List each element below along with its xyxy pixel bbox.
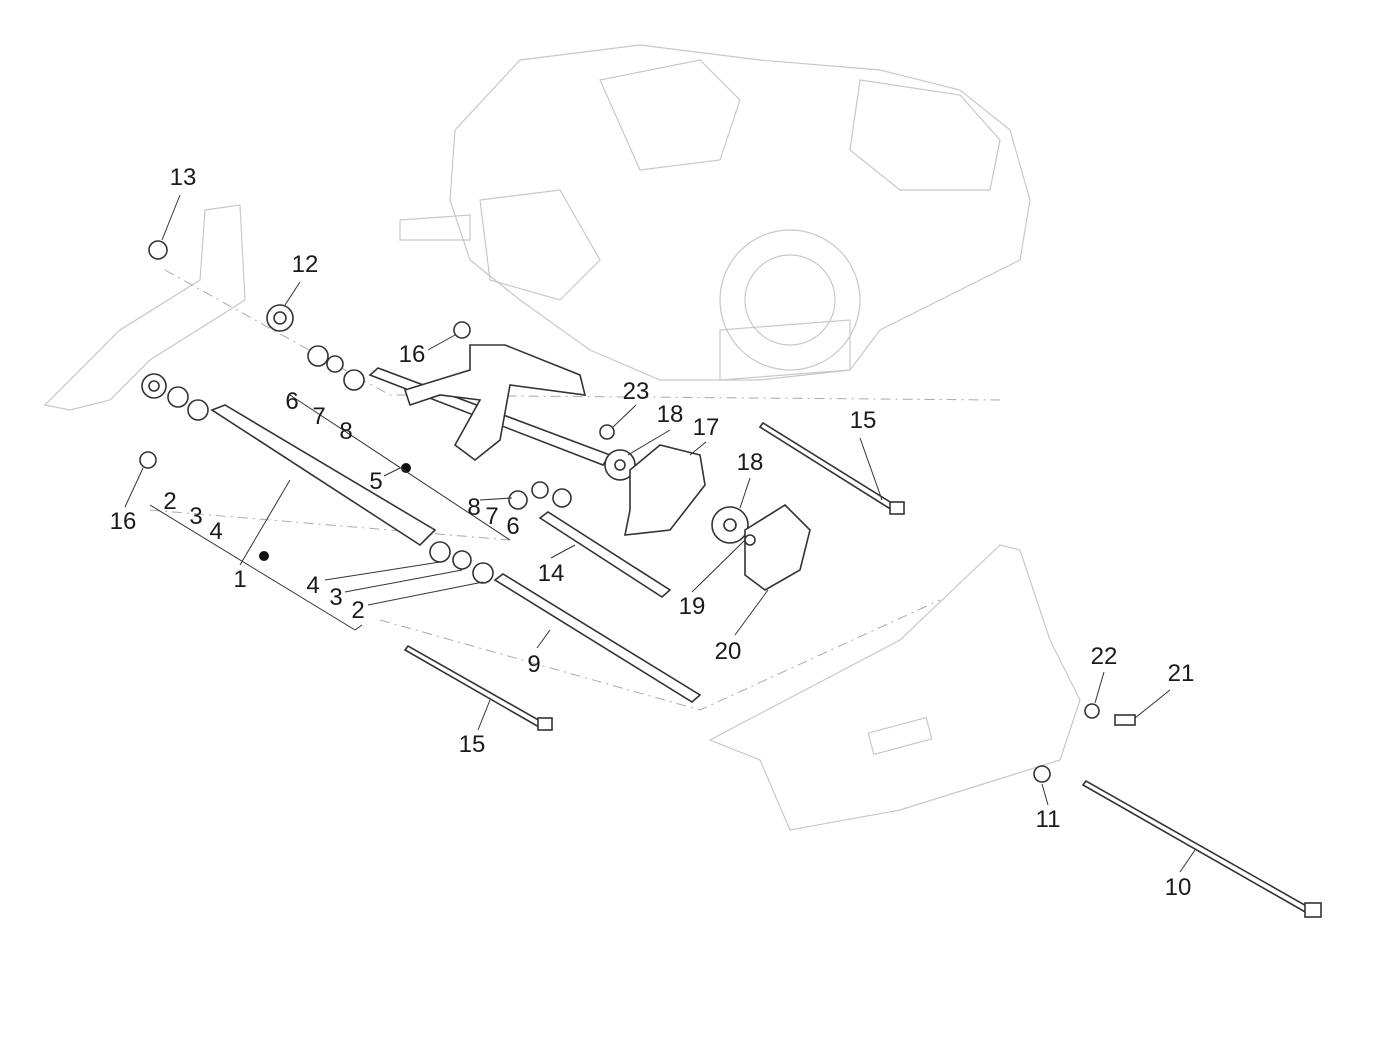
small-parts xyxy=(139,240,1136,783)
callout-15: 15 xyxy=(458,731,486,758)
callout-8: 8 xyxy=(339,418,353,445)
callout-3: 3 xyxy=(189,503,203,530)
callout-3: 3 xyxy=(329,584,343,611)
rods xyxy=(210,367,1322,918)
bolt-10 xyxy=(1081,779,1312,915)
callout-21: 21 xyxy=(1167,660,1195,687)
callout-18: 18 xyxy=(656,401,684,428)
callout-16: 16 xyxy=(398,341,426,368)
callout-2: 2 xyxy=(163,488,177,515)
engine-ghost xyxy=(399,44,1031,381)
callout-9: 9 xyxy=(527,651,541,678)
pin-9 xyxy=(493,573,702,703)
callout-1: 1 xyxy=(233,566,247,593)
bolt-15-lower xyxy=(403,644,544,729)
callout-15: 15 xyxy=(849,407,877,434)
callout-12: 12 xyxy=(291,251,319,278)
spindle-1 xyxy=(210,404,437,547)
callout-8: 8 xyxy=(467,494,481,521)
callout-17: 17 xyxy=(692,414,720,441)
callout-11: 11 xyxy=(1035,806,1061,833)
callout-6: 6 xyxy=(506,513,520,540)
callout-4: 4 xyxy=(306,572,320,599)
callout-7: 7 xyxy=(485,503,499,530)
callout-22: 22 xyxy=(1090,643,1118,670)
callout-4: 4 xyxy=(209,518,223,545)
callout-7: 7 xyxy=(312,403,326,430)
callout-13: 13 xyxy=(169,164,197,191)
frame-right-ghost xyxy=(708,544,1081,831)
frame-left-ghost xyxy=(43,204,246,411)
bolt-15-upper xyxy=(758,421,897,512)
swing-arm-5 xyxy=(403,344,587,462)
callout-5: 5 xyxy=(369,468,383,495)
callout-16: 16 xyxy=(109,508,137,535)
callout-14: 14 xyxy=(537,560,565,587)
pin-14 xyxy=(538,511,672,598)
callout-23: 23 xyxy=(622,378,650,405)
callout-18: 18 xyxy=(736,449,764,476)
callout-6: 6 xyxy=(285,388,299,415)
callout-2: 2 xyxy=(351,597,365,624)
leader-lines xyxy=(124,194,1196,873)
callout-19: 19 xyxy=(678,593,706,620)
callout-10: 10 xyxy=(1164,874,1192,901)
callout-20: 20 xyxy=(714,638,742,665)
